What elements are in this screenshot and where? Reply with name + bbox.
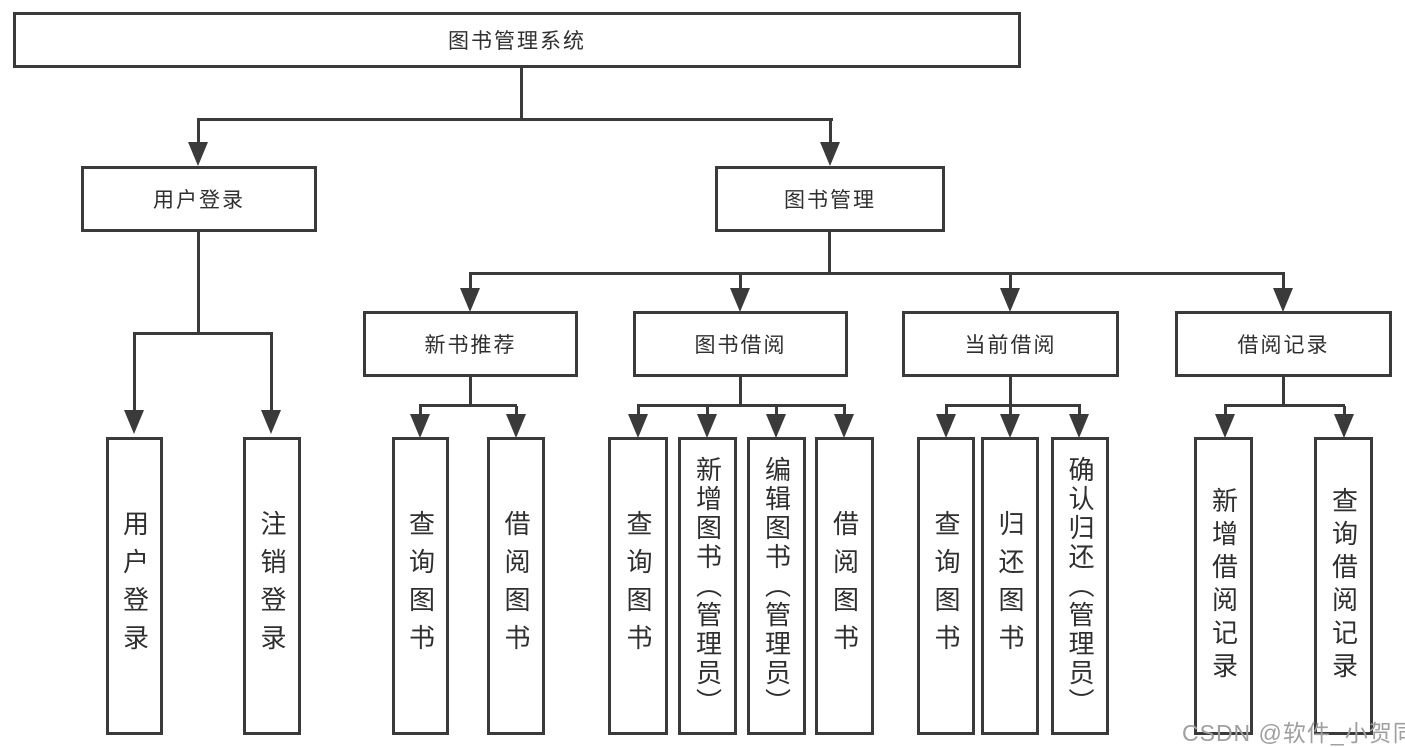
arrow-down-icon bbox=[628, 414, 648, 438]
edge-logout-leaf-stem bbox=[270, 334, 273, 412]
arrow-down-icon bbox=[124, 410, 144, 434]
node-borrow-records-label: 借阅记录 bbox=[1237, 334, 1330, 357]
node-borrow-books-recommend-label: 借阅图书 bbox=[501, 510, 531, 662]
edge-current-bar bbox=[945, 404, 1081, 407]
arrow-down-icon bbox=[188, 142, 208, 166]
arrow-down-icon bbox=[1334, 414, 1354, 438]
node-query-books-borrow-label: 查询图书 bbox=[623, 510, 653, 662]
arrow-down-icon bbox=[766, 414, 786, 438]
edge-leaf-stem bbox=[419, 406, 422, 416]
edge-login-leaf-stem bbox=[133, 334, 136, 412]
edge-leaf-stem bbox=[1078, 406, 1081, 416]
node-confirm-return-admin-label: 确认归还（管理员） bbox=[1065, 455, 1095, 717]
node-add-borrow-record-label: 新增借阅记录 bbox=[1208, 487, 1239, 685]
node-query-books-recommend-label: 查询图书 bbox=[405, 510, 436, 662]
edge-book-management-stem bbox=[829, 120, 832, 144]
edge-borrow-down bbox=[739, 377, 742, 406]
node-user-login-label: 用户登录 bbox=[153, 189, 245, 212]
edge-records-down bbox=[1282, 377, 1285, 406]
edge-recommend-stem bbox=[469, 274, 472, 290]
node-query-books-current: 查询图书 bbox=[917, 437, 975, 735]
node-logout-leaf-label: 注销登录 bbox=[257, 510, 287, 662]
node-user-login: 用户登录 bbox=[81, 166, 317, 232]
edge-root-stem bbox=[520, 68, 523, 121]
edge-leaf-stem bbox=[515, 406, 518, 416]
arrow-down-icon bbox=[1000, 288, 1020, 312]
edge-leaf-stem bbox=[843, 406, 846, 416]
arrow-down-icon bbox=[460, 288, 480, 312]
node-user-login-leaf-label: 用户登录 bbox=[119, 510, 150, 662]
arrow-down-icon bbox=[834, 414, 854, 438]
node-book-management-label: 图书管理 bbox=[784, 189, 876, 212]
node-current-borrow-label: 当前借阅 bbox=[964, 334, 1057, 357]
node-book-management: 图书管理 bbox=[715, 166, 945, 232]
node-edit-book-admin: 编辑图书（管理员） bbox=[747, 437, 806, 735]
node-return-book: 归还图书 bbox=[981, 437, 1039, 735]
node-user-login-leaf: 用户登录 bbox=[106, 437, 163, 735]
edge-user-login-bar bbox=[133, 332, 273, 335]
node-logout-leaf: 注销登录 bbox=[243, 437, 301, 735]
node-borrow-books-borrow-label: 借阅图书 bbox=[829, 510, 860, 662]
arrow-down-icon bbox=[410, 414, 430, 438]
edge-user-login-down bbox=[197, 232, 200, 334]
arrow-down-icon bbox=[506, 414, 526, 438]
node-root-label: 图书管理系统 bbox=[448, 30, 586, 53]
node-book-borrow: 图书借阅 bbox=[633, 311, 848, 377]
node-return-book-label: 归还图书 bbox=[995, 510, 1025, 662]
edge-leaf-stem bbox=[775, 406, 778, 416]
node-borrow-books-recommend: 借阅图书 bbox=[487, 437, 545, 735]
node-add-book-admin-label: 新增图书（管理员） bbox=[692, 455, 723, 717]
node-confirm-return-admin: 确认归还（管理员） bbox=[1051, 437, 1109, 735]
arrow-down-icon bbox=[820, 142, 840, 166]
arrow-down-icon bbox=[730, 288, 750, 312]
arrow-down-icon bbox=[1000, 414, 1020, 438]
node-new-book-recommend: 新书推荐 bbox=[363, 311, 578, 377]
edge-leaf-stem bbox=[1009, 406, 1012, 416]
node-query-books-current-label: 查询图书 bbox=[931, 510, 961, 662]
edge-current-stem bbox=[1009, 274, 1012, 290]
watermark: CSDN @软件_小贺同学 bbox=[1182, 720, 1405, 746]
node-query-borrow-record: 查询借阅记录 bbox=[1314, 437, 1373, 735]
edge-leaf-stem bbox=[1224, 406, 1227, 416]
node-add-borrow-record: 新增借阅记录 bbox=[1194, 437, 1253, 735]
arrow-down-icon bbox=[1069, 414, 1089, 438]
edge-records-bar bbox=[1224, 404, 1345, 407]
node-borrow-books-borrow: 借阅图书 bbox=[815, 437, 874, 735]
edge-root-bar bbox=[197, 118, 833, 121]
edge-user-login-stem bbox=[197, 120, 200, 144]
arrow-down-icon bbox=[1215, 414, 1235, 438]
edge-recommend-bar bbox=[419, 404, 517, 407]
node-current-borrow: 当前借阅 bbox=[902, 311, 1119, 377]
node-root: 图书管理系统 bbox=[13, 12, 1021, 68]
node-new-book-recommend-label: 新书推荐 bbox=[424, 334, 517, 357]
node-add-book-admin: 新增图书（管理员） bbox=[678, 437, 737, 735]
node-query-borrow-record-label: 查询借阅记录 bbox=[1328, 487, 1359, 685]
node-borrow-records: 借阅记录 bbox=[1175, 311, 1392, 377]
node-query-books-recommend: 查询图书 bbox=[392, 437, 449, 735]
edge-records-stem bbox=[1282, 274, 1285, 290]
edge-recommend-down bbox=[469, 377, 472, 406]
node-edit-book-admin-label: 编辑图书（管理员） bbox=[761, 455, 792, 717]
edge-book-management-down bbox=[828, 232, 831, 274]
node-book-borrow-label: 图书借阅 bbox=[694, 334, 787, 357]
arrow-down-icon bbox=[1273, 288, 1293, 312]
node-query-books-borrow: 查询图书 bbox=[608, 437, 668, 735]
edge-leaf-stem bbox=[945, 406, 948, 416]
arrow-down-icon bbox=[697, 414, 717, 438]
arrow-down-icon bbox=[936, 414, 956, 438]
edge-current-down bbox=[1009, 377, 1012, 406]
arrow-down-icon bbox=[261, 410, 281, 434]
edge-leaf-stem bbox=[1343, 406, 1346, 416]
edge-borrow-bar bbox=[637, 404, 846, 407]
edge-book-management-bar bbox=[469, 272, 1285, 275]
edge-leaf-stem bbox=[637, 406, 640, 416]
edge-leaf-stem bbox=[706, 406, 709, 416]
edge-borrow-stem bbox=[739, 274, 742, 290]
